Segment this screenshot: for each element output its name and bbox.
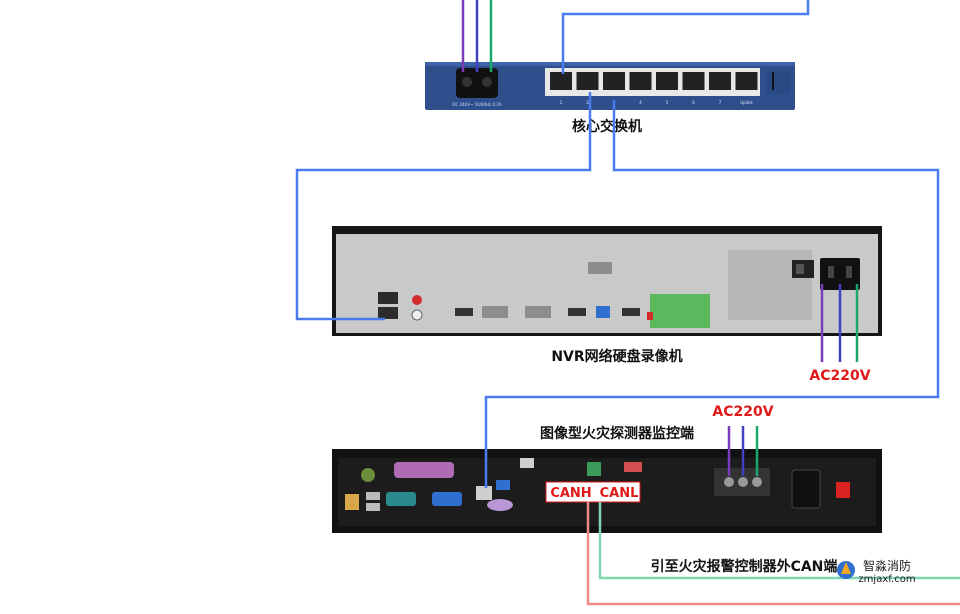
usb3-port (596, 306, 610, 318)
switch-port (709, 72, 731, 90)
can-bus-cables (586, 502, 960, 606)
usb-port (366, 492, 380, 500)
dc-jack (345, 494, 359, 510)
switch-port (735, 72, 758, 90)
watermark: 智淼消防 zmjaxf.com (837, 558, 916, 585)
switch-port (550, 72, 572, 90)
lan-plug (487, 499, 513, 511)
monitor-power-label: AC220V (712, 404, 773, 420)
switch-label: 核心交换机 (572, 118, 642, 135)
switch-port (576, 72, 599, 90)
canl-cable (598, 502, 960, 580)
parallel-port (394, 462, 454, 478)
watermark-url: zmjaxf.com (858, 574, 915, 585)
hdmi2-port (455, 308, 473, 316)
switch-port-number: 5 (666, 100, 669, 105)
uplink-cable (561, 0, 810, 74)
watermark-logo (837, 561, 855, 579)
switch-port-number: 2 (586, 100, 589, 105)
nvr-power-label: AC220V (809, 368, 870, 384)
switch-to-monitor-cable (484, 100, 940, 488)
esata-port (622, 308, 640, 316)
monitor-lan-port (476, 486, 492, 500)
dip-switch (624, 462, 642, 472)
switch-power-label: DC 240V~ 50/60Hz 0.2A (452, 102, 501, 107)
audio-out-jack (411, 309, 423, 321)
network-cables (295, 0, 940, 488)
nvr-recorder (332, 226, 882, 336)
hdmi1-port (568, 308, 586, 316)
monitor-power-cables (727, 426, 759, 476)
nvr-label: NVR网络硬盘录像机 (551, 348, 682, 365)
canh-cable (586, 502, 960, 606)
vga2-port (482, 306, 508, 318)
com-port (386, 492, 416, 506)
ps2-port (361, 468, 375, 482)
switch-power-cables (461, 0, 493, 72)
switch-to-nvr-cable (295, 92, 592, 321)
alarm-terminal-block (650, 294, 710, 328)
switch-port-number: Uplink (740, 100, 753, 105)
vga-port (432, 492, 462, 506)
monitor-power-switch (836, 482, 850, 498)
can-label-box: CANH CANL (545, 481, 641, 503)
vga1-port (525, 306, 551, 318)
switch-port (682, 72, 705, 90)
monitor-label: 图像型火灾探测器监控端 (540, 425, 694, 442)
switch-power-socket (456, 68, 498, 98)
switch-port (603, 72, 625, 90)
switch-port (656, 72, 678, 90)
can-footer-label: 引至火灾报警控制器外CAN端 (651, 558, 838, 575)
monitor-power-socket (791, 469, 821, 509)
can-h-label: CANH (550, 486, 591, 501)
switch-port-number: 1 (560, 100, 563, 105)
switch-port-number: 6 (692, 100, 695, 105)
rs232-port (588, 262, 612, 274)
watermark-name: 智淼消防 (863, 558, 911, 573)
nvr-power-cables (820, 284, 859, 362)
switch-port-number: 7 (719, 100, 722, 105)
can-terminal (587, 462, 601, 476)
switch-port-number: 4 (639, 100, 642, 105)
can-l-label: CANL (600, 486, 639, 501)
line-in-jack (412, 295, 422, 305)
nvr-lan-ports (378, 292, 398, 319)
switch-port (629, 72, 652, 90)
